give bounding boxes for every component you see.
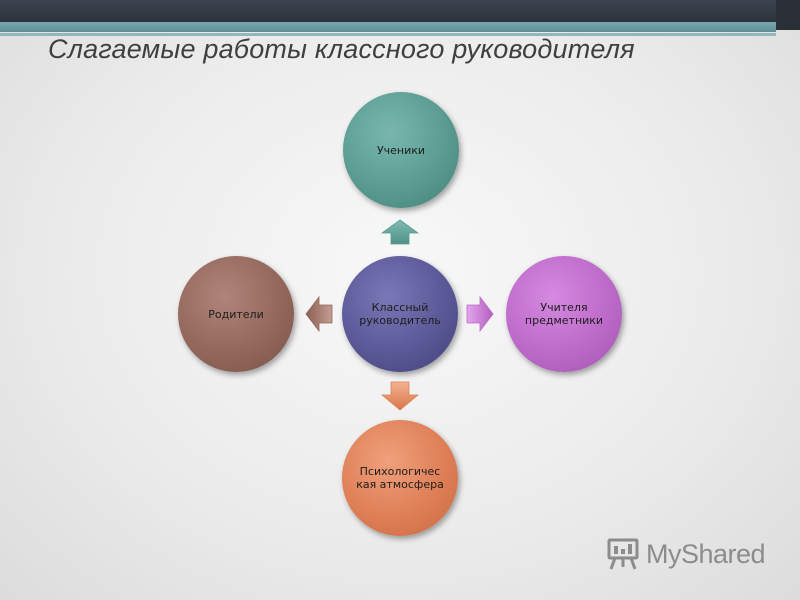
- node-subject-teachers: Учителя предметники: [506, 256, 622, 372]
- arrow-left-icon: [305, 296, 333, 332]
- top-bar-corner: [776, 0, 800, 30]
- arrow-up-icon: [381, 219, 419, 245]
- node-class-teacher: Классный руководитель: [342, 256, 458, 372]
- accent-stripe-thin: [0, 33, 776, 36]
- slide-title: Слагаемые работы классного руководителя: [48, 34, 635, 64]
- watermark-text: MyShared: [646, 538, 766, 569]
- node-parents-label: Родители: [208, 307, 264, 321]
- presentation-board-icon: [607, 538, 639, 570]
- node-class-teacher-label: Классный руководитель: [359, 301, 441, 327]
- watermark-logo: MyShared: [606, 537, 766, 571]
- node-psychological-atmosphere: Психологичес кая атмосфера: [342, 420, 458, 536]
- arrow-down-icon: [381, 381, 419, 411]
- node-subject-teachers-label: Учителя предметники: [524, 301, 604, 327]
- node-parents: Родители: [178, 256, 294, 372]
- accent-stripe: [0, 22, 776, 32]
- arrow-right-icon: [466, 296, 494, 332]
- top-bar: [0, 0, 800, 22]
- node-students: Ученики: [343, 92, 459, 208]
- node-psychological-atmosphere-label: Психологичес кая атмосфера: [356, 465, 444, 491]
- node-students-label: Ученики: [376, 143, 426, 157]
